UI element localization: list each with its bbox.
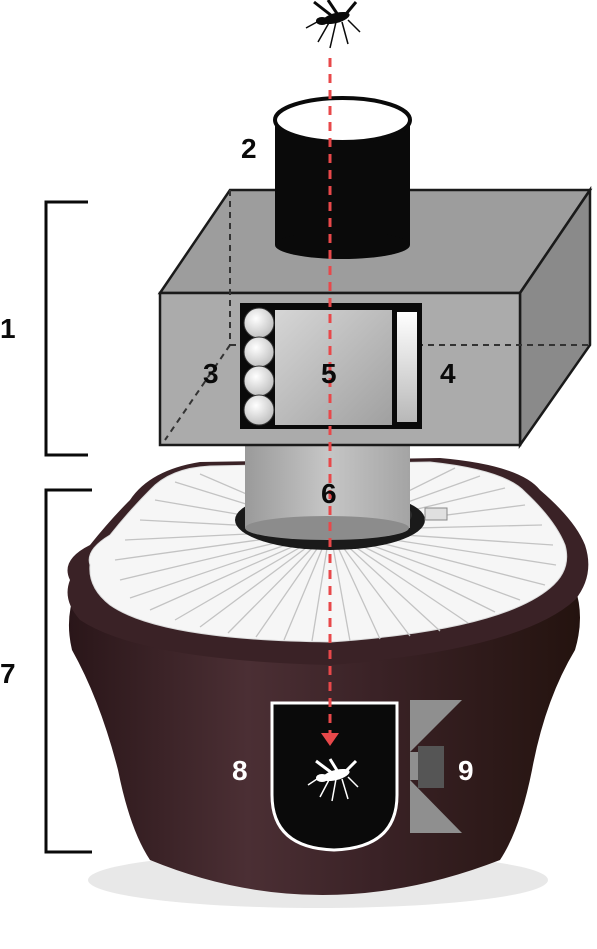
- light-bar-icon: [397, 312, 417, 422]
- label-2: 2: [241, 133, 257, 164]
- attractant-module-box: [157, 185, 593, 449]
- label-4: 4: [440, 358, 456, 389]
- label-1: 1: [0, 313, 16, 344]
- label-9: 9: [458, 755, 474, 786]
- label-8: 8: [232, 755, 248, 786]
- airflow-path: [321, 58, 339, 746]
- label-7: 7: [0, 658, 16, 689]
- bracket-base-7: [44, 488, 92, 854]
- co2-inlet-cylinder: [273, 96, 412, 259]
- mosquito-icon: [305, 0, 361, 49]
- label-3: 3: [203, 358, 219, 389]
- pellet-stack: [243, 307, 275, 426]
- fan-icon: [410, 700, 462, 833]
- bracket-module-1: [44, 200, 88, 457]
- suction-tube: [245, 440, 410, 540]
- label-6: 6: [321, 478, 337, 509]
- mosquito-icon: [307, 758, 359, 802]
- label-5: 5: [321, 358, 337, 389]
